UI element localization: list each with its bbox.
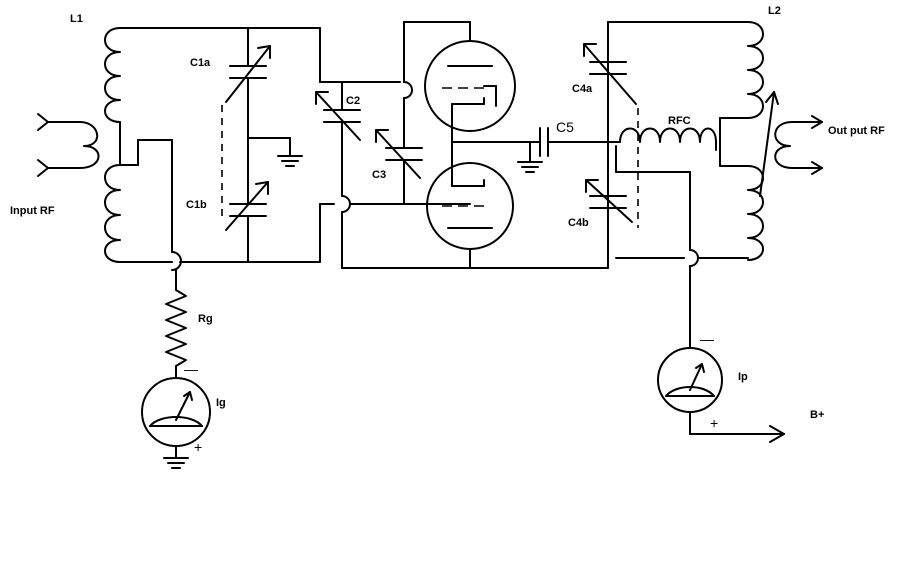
label-C4b: C4b — [568, 217, 589, 229]
capacitor-C1a — [225, 27, 271, 139]
symbol-plus-ig: + — [194, 439, 202, 455]
symbol-plus-ip: + — [710, 415, 718, 431]
capacitor-C1b — [225, 137, 269, 263]
label-C1b: C1b — [186, 199, 207, 211]
symbol-minus-ip: — — [700, 331, 714, 347]
output-link-coil — [774, 115, 823, 175]
label-C2: C2 — [346, 95, 360, 107]
label-Ig: Ig — [216, 397, 226, 409]
vacuum-tube-lower — [426, 145, 514, 269]
meter-Ig — [141, 377, 211, 469]
label-L2: L2 — [768, 5, 781, 17]
choke-RFC — [607, 127, 717, 251]
capacitor-C5 — [517, 127, 609, 173]
capacitor-C4b — [585, 179, 633, 223]
label-L1: L1 — [70, 13, 83, 25]
label-input-rf: Input RF — [10, 205, 55, 217]
label-C5: C5 — [556, 119, 574, 135]
capacitor-C3 — [375, 21, 423, 205]
label-Rg: Rg — [198, 313, 213, 325]
ground-C1 — [247, 137, 303, 167]
inductor-L2 — [615, 21, 779, 267]
capacitor-C2 — [315, 27, 401, 269]
label-Ip: Ip — [738, 371, 748, 383]
label-output-rf: Out put RF — [828, 125, 885, 137]
resistor-Rg — [165, 269, 187, 379]
label-bplus: B+ — [810, 409, 824, 421]
symbol-minus-ig: — — [184, 361, 198, 377]
inductor-L1 — [104, 27, 321, 271]
input-link-coil — [37, 113, 100, 177]
vacuum-tube-upper — [424, 21, 516, 137]
label-RFC: RFC — [668, 115, 691, 127]
capacitor-C4a — [583, 43, 637, 105]
label-C1a: C1a — [190, 57, 211, 69]
meter-Ip — [657, 265, 785, 443]
label-C3: C3 — [372, 169, 386, 181]
label-C4a: C4a — [572, 83, 593, 95]
